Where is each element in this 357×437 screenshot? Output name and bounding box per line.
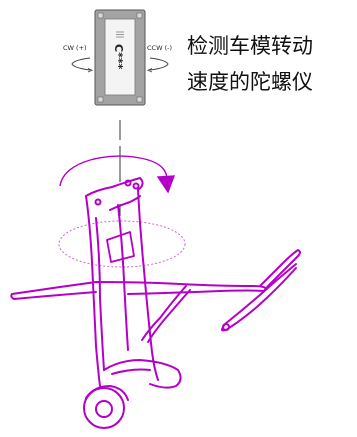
sensor-marking: C*** — [112, 44, 125, 70]
car-model-sketch — [10, 177, 301, 429]
tower-inner-left — [95, 217, 105, 371]
horizontal-bar-top — [11, 281, 267, 295]
wheel-inner — [95, 400, 113, 418]
tower-hole — [124, 179, 132, 187]
rotation-arrowhead-icon — [156, 175, 176, 194]
base-inner-line — [111, 368, 151, 375]
ccw-label: CCW (-) — [147, 44, 172, 52]
right-foot-arm — [221, 263, 297, 332]
rotation-arc — [59, 155, 168, 187]
cw-label: CW (+) — [63, 44, 87, 52]
rotation-direction-arc — [59, 155, 176, 194]
horizontal-bar-bottom-left — [10, 291, 97, 300]
horizontal-bar-bottom-right — [127, 289, 265, 295]
sensor-pin — [97, 12, 104, 19]
tower-inner-top — [109, 195, 141, 211]
tower-right-edge — [137, 189, 159, 381]
sensor-chip-face — [104, 18, 136, 96]
ccw-rotation-arrow — [149, 57, 169, 71]
wheel-outer — [83, 387, 125, 429]
lower-diagonal-strut-2 — [147, 289, 191, 343]
tower-hole — [132, 182, 140, 190]
rotation-plane-ellipse — [58, 220, 186, 268]
sensor-pin — [136, 96, 143, 103]
caption-line-1: 检测车模转动 — [187, 34, 313, 58]
tower-hole — [94, 198, 102, 206]
sensor-pin — [136, 12, 143, 19]
base-loop — [103, 359, 182, 389]
sensor-logo-mark — [116, 31, 124, 38]
wheel-upper-arc — [85, 385, 129, 401]
gyroscope-caption: 检测车模转动 速度的陀螺仪 — [187, 28, 357, 100]
right-upper-arm — [259, 249, 301, 292]
cw-rotation-arrow — [71, 57, 91, 71]
cw-arrowhead-icon — [87, 68, 94, 73]
gyro-board-square — [106, 231, 135, 263]
sensor-pin — [97, 96, 104, 103]
lower-diagonal-strut — [141, 285, 187, 341]
right-foot-tip — [222, 323, 230, 331]
tower-inner-right — [117, 204, 129, 351]
ccw-arrowhead-icon — [146, 68, 153, 73]
gyro-sensor: C*** CW (+) CCW (-) — [63, 9, 172, 106]
caption-line-2: 速度的陀螺仪 — [187, 70, 313, 94]
tower-left-edge — [85, 195, 101, 387]
